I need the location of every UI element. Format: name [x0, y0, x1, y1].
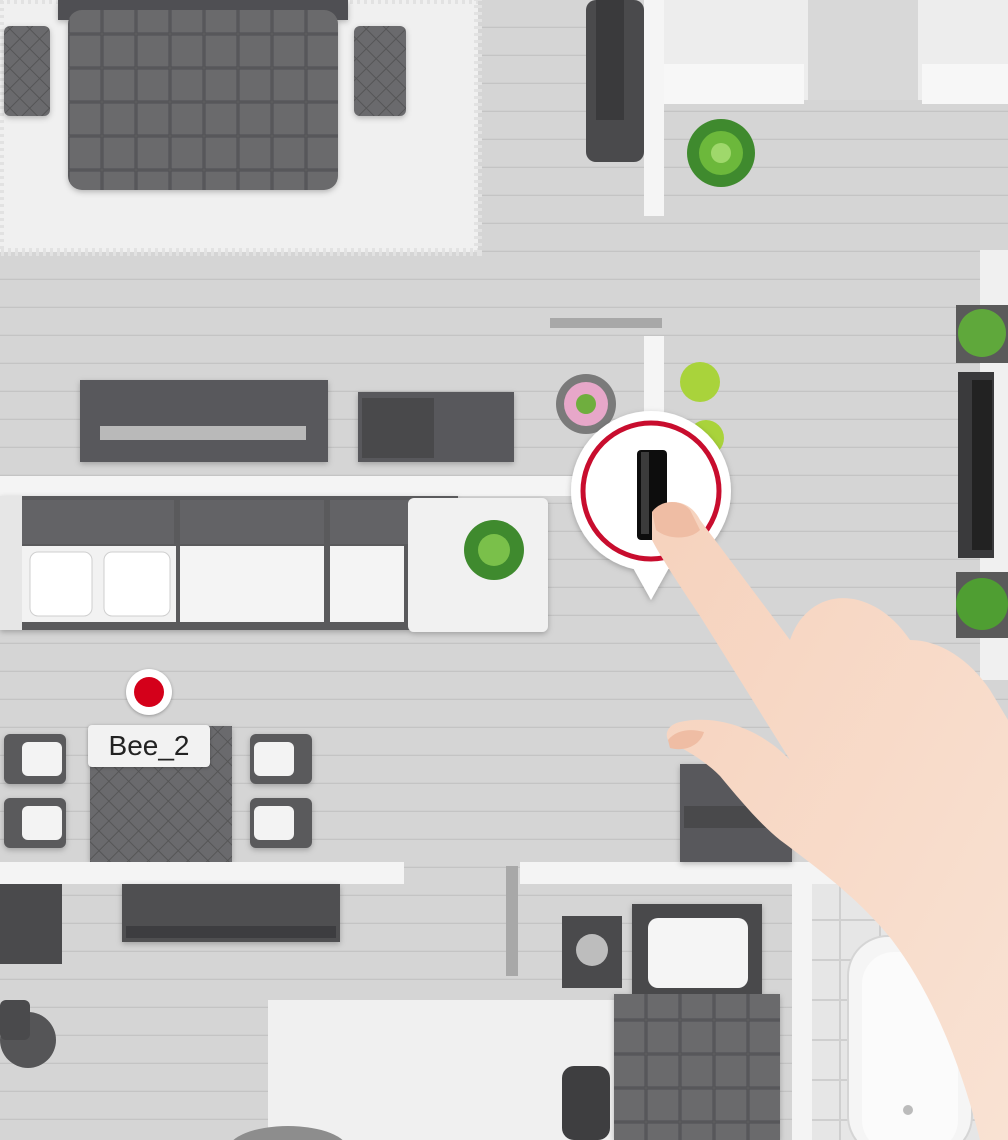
sideboard	[122, 884, 340, 942]
wall-segment	[792, 884, 812, 1140]
plant-pink	[556, 374, 616, 434]
device-marker-label[interactable]: Bee_2	[88, 725, 210, 767]
living-room-wall-right	[956, 250, 1008, 680]
wall-segment	[0, 862, 404, 884]
pointing-hand-icon	[652, 501, 1008, 1140]
double-bed	[4, 0, 406, 190]
single-bed	[614, 904, 780, 1140]
plant-kitchen	[464, 520, 524, 580]
walls-top-right	[644, 0, 1008, 216]
ottoman	[562, 1066, 610, 1140]
lamp-green	[680, 362, 720, 402]
nightstand	[562, 916, 622, 988]
plant-top	[687, 119, 755, 187]
armchair	[233, 1126, 343, 1140]
kitchen-wall	[0, 476, 580, 496]
office-chair	[0, 884, 62, 1068]
kitchen-cabinets	[0, 496, 548, 632]
wall-segment	[506, 866, 518, 976]
wall-segment	[550, 318, 662, 328]
dining-table	[4, 726, 312, 862]
wardrobe	[586, 0, 644, 162]
device-marker-dot[interactable]	[126, 669, 172, 715]
kitchen-appliances	[80, 380, 514, 462]
